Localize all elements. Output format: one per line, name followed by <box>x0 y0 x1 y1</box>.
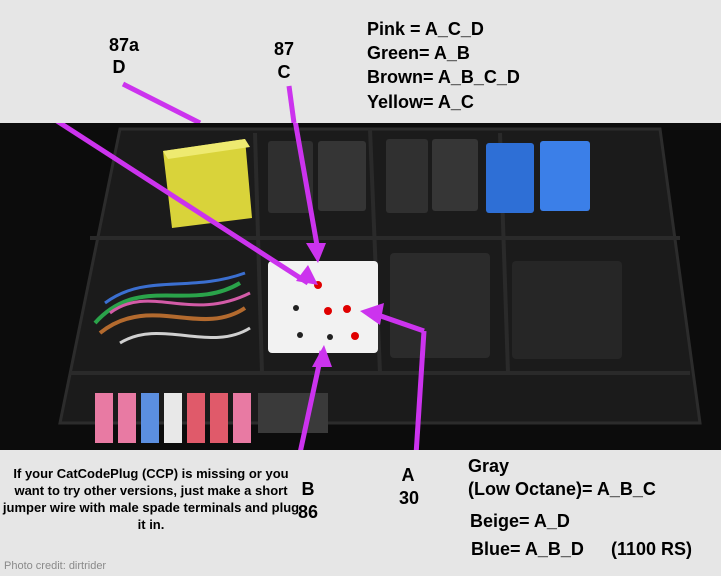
legend-pink: Pink = A_C_D <box>367 19 484 39</box>
legend-yellow: Yellow= A_C <box>367 92 474 112</box>
right-relays <box>390 253 622 359</box>
ccp-socket <box>268 261 378 353</box>
fuse-box-photo <box>0 123 721 450</box>
blue-relays <box>486 141 590 213</box>
instructions-text: If your CatCodePlug (CCP) is missing or … <box>2 466 300 532</box>
yellow-relay <box>163 139 252 228</box>
black-relays <box>268 139 478 213</box>
code-beige: Beige= A_D <box>470 511 570 531</box>
pin-arrows <box>55 123 427 450</box>
arrow-heads <box>296 243 384 367</box>
legend-green: Green= A_B <box>367 43 470 63</box>
photo-credit: Photo credit: dirtrider <box>4 560 107 572</box>
pin-label-c: C <box>277 62 291 82</box>
pin-label-a: A <box>401 465 415 485</box>
pin-label-d: D <box>112 57 126 77</box>
pin-label-30: 30 <box>398 488 420 508</box>
fuse-row <box>95 393 328 443</box>
code-blue-note: (1100 RS) <box>611 539 693 559</box>
code-gray-low-octane: (Low Octane)= A_B_C <box>468 479 656 499</box>
code-blue: Blue= A_B_D <box>471 539 584 559</box>
pin-label-b: B <box>301 479 315 499</box>
pin-label-87a: 87a <box>108 35 140 55</box>
pin-label-86: 86 <box>297 502 319 522</box>
wire-bundle <box>93 271 251 345</box>
pin-label-87: 87 <box>273 39 295 59</box>
legend-brown: Brown= A_B_C_D <box>367 67 520 87</box>
arrow-leads <box>121 81 297 123</box>
code-gray: Gray <box>468 456 510 476</box>
